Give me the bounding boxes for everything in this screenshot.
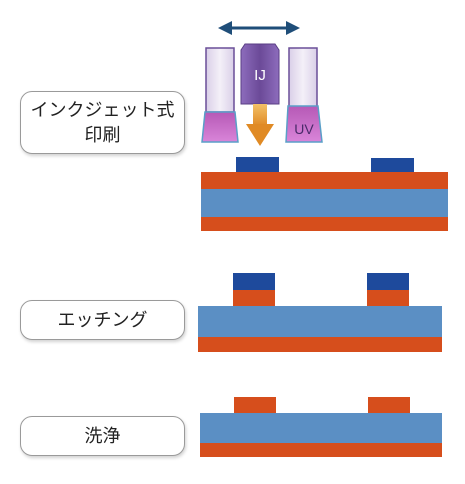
- substrate: [198, 306, 442, 337]
- copper-layer-bottom: [201, 217, 448, 231]
- copper-layer-bottom: [200, 443, 442, 457]
- inkjet-head: IJ: [240, 43, 280, 105]
- resist-pattern: [367, 273, 409, 290]
- down-arrow-icon: [246, 104, 274, 146]
- board-stack-etching: [198, 273, 442, 352]
- copper-pattern: [233, 290, 275, 306]
- substrate: [201, 189, 448, 217]
- copper-layer-top: [201, 172, 448, 189]
- board-stack-cleaning: [200, 397, 442, 457]
- step-label-line: 洗浄: [84, 425, 121, 447]
- double-arrow-icon: [218, 21, 300, 35]
- board-stack-inkjet: [201, 157, 448, 231]
- resist-pattern: [233, 273, 275, 290]
- copper-pattern: [368, 397, 410, 414]
- step-label-line: インクジェット式: [30, 99, 175, 121]
- step-label-etching: エッチング: [20, 300, 185, 340]
- step-label-line: エッチング: [57, 309, 148, 331]
- copper-layer-bottom: [198, 337, 442, 352]
- substrate: [200, 413, 442, 443]
- step-label-inkjet-printing: インクジェット式 印刷: [20, 91, 185, 154]
- uv-label: UV: [294, 121, 314, 137]
- step-label-line: 印刷: [84, 124, 121, 146]
- copper-pattern: [367, 290, 409, 306]
- uv-lamp-right: UV: [285, 47, 323, 143]
- ij-label: IJ: [254, 67, 266, 84]
- resist-pattern: [371, 158, 414, 174]
- resist-pattern: [236, 157, 279, 174]
- uv-lamp-left: [201, 47, 239, 143]
- step-label-cleaning: 洗浄: [20, 416, 185, 456]
- copper-pattern: [234, 397, 276, 414]
